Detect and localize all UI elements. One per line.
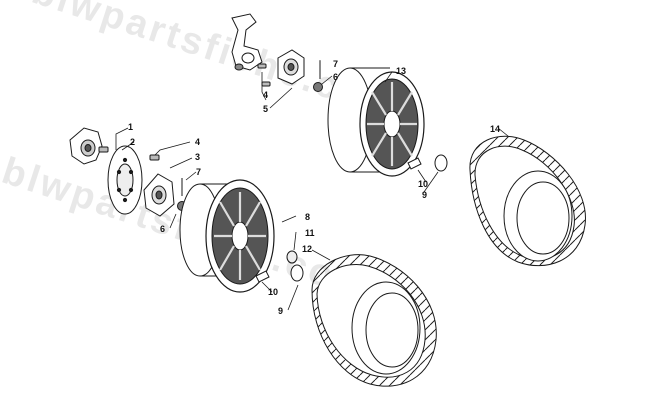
- upper-hub: [277, 49, 305, 85]
- callout-10-lower: 10: [268, 287, 279, 297]
- lower-rim: [179, 179, 275, 293]
- callout-13: 13: [396, 66, 407, 76]
- callout-5: 4: [263, 90, 269, 100]
- upper-steering-knuckle: [231, 13, 263, 71]
- lower-valve-stem: [255, 270, 270, 283]
- callout-14: 14: [490, 124, 501, 134]
- callout-4-lower: 4: [195, 137, 201, 147]
- callout-6-lower: 6: [160, 224, 166, 234]
- upper-rim: [327, 67, 425, 177]
- callout-8: 8: [305, 212, 311, 222]
- callout-9-lower: 9: [278, 306, 284, 316]
- lower-center-cap: [290, 264, 304, 282]
- callout-12: 12: [302, 244, 313, 254]
- lower-tire: [311, 254, 437, 387]
- callout-6-upper: 6: [333, 72, 339, 82]
- lower-hub: [143, 173, 175, 217]
- lower-steering-knuckle: [69, 127, 103, 165]
- upper-studs: [257, 63, 271, 87]
- brake-disc: [107, 145, 143, 215]
- callout-4-upper: 5: [263, 104, 269, 114]
- upper-center-cap: [434, 154, 448, 172]
- leader-lines: [115, 60, 509, 311]
- callout-9-upper: 9: [422, 190, 428, 200]
- callout-3: 3: [195, 152, 201, 162]
- upper-tire: [469, 135, 586, 267]
- lug-nut: [286, 250, 298, 264]
- callout-1: 1: [128, 122, 134, 132]
- callout-11: 11: [305, 228, 315, 238]
- callout-7-upper: 7: [333, 59, 339, 69]
- callout-2: 2: [130, 137, 136, 147]
- upper-valve-stem: [407, 157, 422, 170]
- disc-bolt: [98, 146, 109, 153]
- lower-stud: [149, 154, 160, 161]
- callout-10-upper: 10: [418, 179, 429, 189]
- upper-nut: [313, 82, 323, 92]
- callout-7-lower: 7: [196, 167, 202, 177]
